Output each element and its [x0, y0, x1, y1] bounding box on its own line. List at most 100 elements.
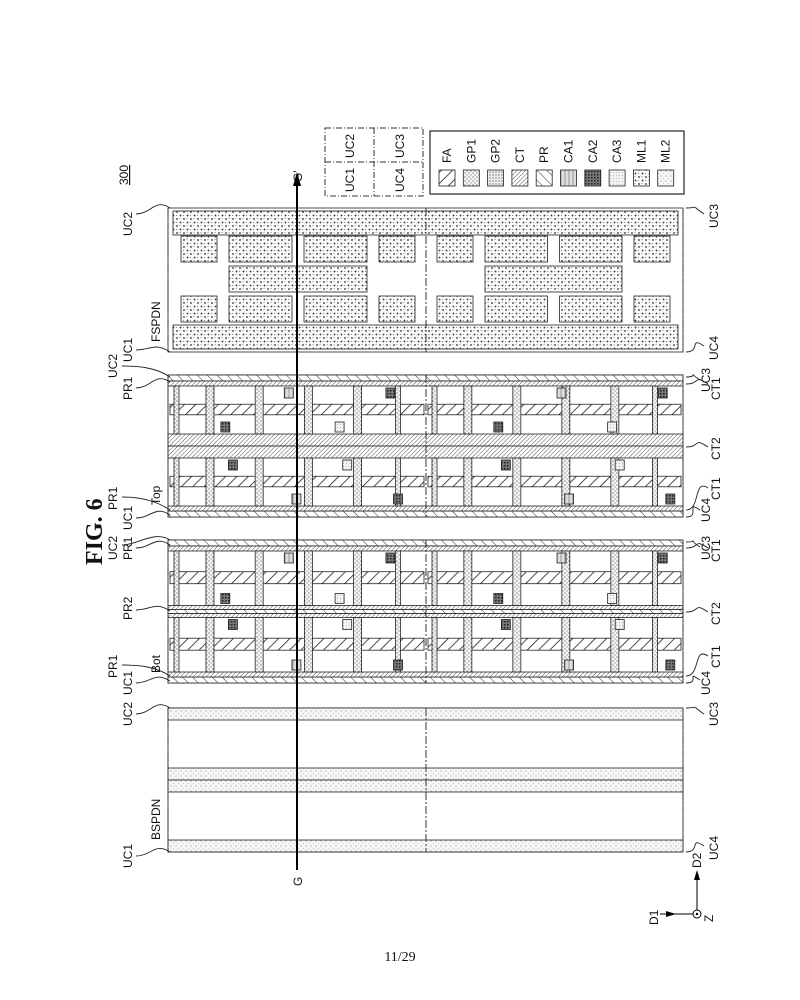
leader-line — [685, 374, 701, 381]
gate — [254, 385, 264, 435]
contact — [500, 619, 511, 630]
gate — [205, 457, 215, 507]
callout-ct1: CT1 — [709, 477, 723, 500]
legend-swatch-ca2 — [584, 169, 602, 187]
gate — [205, 617, 215, 673]
leader-line — [121, 536, 171, 546]
gate-edge — [394, 385, 401, 435]
axis-z-label: Z — [702, 915, 716, 922]
leader-line — [135, 510, 171, 519]
ml1-bar — [484, 295, 548, 323]
gate-edge — [652, 385, 658, 435]
gate-edge — [652, 550, 658, 606]
leader-line — [685, 485, 709, 511]
gate — [512, 617, 522, 673]
contact — [334, 593, 345, 604]
callout-pr1: PR1 — [121, 376, 135, 400]
gate — [303, 385, 313, 435]
ml1-bar — [559, 295, 623, 323]
contact — [220, 421, 231, 433]
bspdn-label: BSPDN — [149, 799, 163, 840]
gate-edge — [394, 457, 401, 507]
d1-arrow-icon — [666, 911, 676, 917]
legend-swatch-fa — [438, 169, 456, 187]
legend-swatch-ct — [511, 169, 529, 187]
ml1-pad — [633, 295, 671, 323]
cut-line-arrowhead — [293, 172, 301, 186]
ml1-bar — [303, 295, 368, 323]
gate — [610, 457, 620, 507]
callout-uc1: UC1 — [121, 338, 135, 362]
contact — [342, 459, 353, 471]
contact — [556, 552, 567, 564]
leader-line — [135, 676, 171, 684]
gate — [463, 457, 473, 507]
gate-edge — [431, 617, 438, 673]
ml1-pad — [633, 235, 671, 263]
callout-uc4: UC4 — [707, 336, 721, 360]
callout-pr1: PR1 — [121, 536, 135, 560]
callout-ct1: CT1 — [709, 377, 723, 400]
gate-edge — [652, 457, 658, 507]
gate-edge — [173, 385, 180, 435]
callout-uc3: UC3 — [699, 368, 713, 392]
ml1-bar — [484, 265, 623, 293]
contact — [500, 459, 511, 471]
d2-arrow-icon — [694, 870, 700, 880]
callout-uc3: UC3 — [699, 536, 713, 560]
legend-label-ca3: CA3 — [610, 139, 624, 163]
leader-line — [135, 704, 171, 715]
gate — [610, 617, 620, 673]
gate-edge — [173, 457, 180, 507]
gate-edge — [431, 385, 438, 435]
contact — [342, 619, 353, 630]
leader-line — [685, 379, 709, 385]
contact — [607, 593, 618, 604]
leader-line — [685, 842, 705, 853]
callout-uc4: UC4 — [699, 498, 713, 522]
ml1-bar — [228, 235, 293, 263]
gate-edge — [394, 617, 401, 673]
contact — [657, 552, 668, 564]
callout-ct1: CT1 — [709, 645, 723, 668]
fin — [427, 403, 682, 416]
gate — [303, 457, 313, 507]
leader-line — [135, 847, 171, 857]
unit-cell-dividers — [167, 208, 684, 852]
leader-line — [685, 206, 705, 215]
callout-uc2: UC2 — [106, 536, 120, 560]
ml1-pad — [378, 235, 416, 263]
axis-d1-label: D1 — [647, 909, 661, 925]
legend-label-gp1: GP1 — [464, 139, 478, 163]
gate — [353, 385, 362, 435]
gate — [610, 385, 620, 435]
leader-line — [685, 543, 709, 549]
unit-cell-key: UC2 UC3 UC1 UC4 — [324, 127, 424, 197]
legend-label-ml2: ML2 — [659, 139, 673, 163]
legend-label-fa: FA — [440, 148, 454, 163]
legend-swatch-ml1 — [633, 169, 650, 187]
gate — [463, 617, 473, 673]
callout-uc4: UC4 — [707, 836, 721, 860]
leader-line — [685, 607, 709, 613]
ml1-pad — [180, 295, 218, 323]
callout-pr1: PR1 — [106, 654, 120, 678]
leader-line — [685, 442, 709, 448]
contact — [385, 552, 396, 564]
key-uc2: UC2 — [343, 134, 357, 158]
figure-title: FIG. 6 — [82, 498, 108, 565]
callout-ct2: CT2 — [709, 437, 723, 460]
callout-uc3: UC3 — [707, 702, 721, 726]
legend-label-ca2: CA2 — [586, 139, 600, 163]
contact — [564, 659, 575, 671]
legend-swatch-ca1 — [560, 169, 577, 187]
top-label: Top — [149, 485, 163, 505]
gate — [610, 550, 620, 606]
contact — [334, 421, 345, 433]
gate — [205, 385, 215, 435]
gate-edge — [652, 617, 658, 673]
gate-edge — [173, 617, 180, 673]
gate-edge — [394, 550, 401, 606]
contact — [393, 659, 403, 671]
